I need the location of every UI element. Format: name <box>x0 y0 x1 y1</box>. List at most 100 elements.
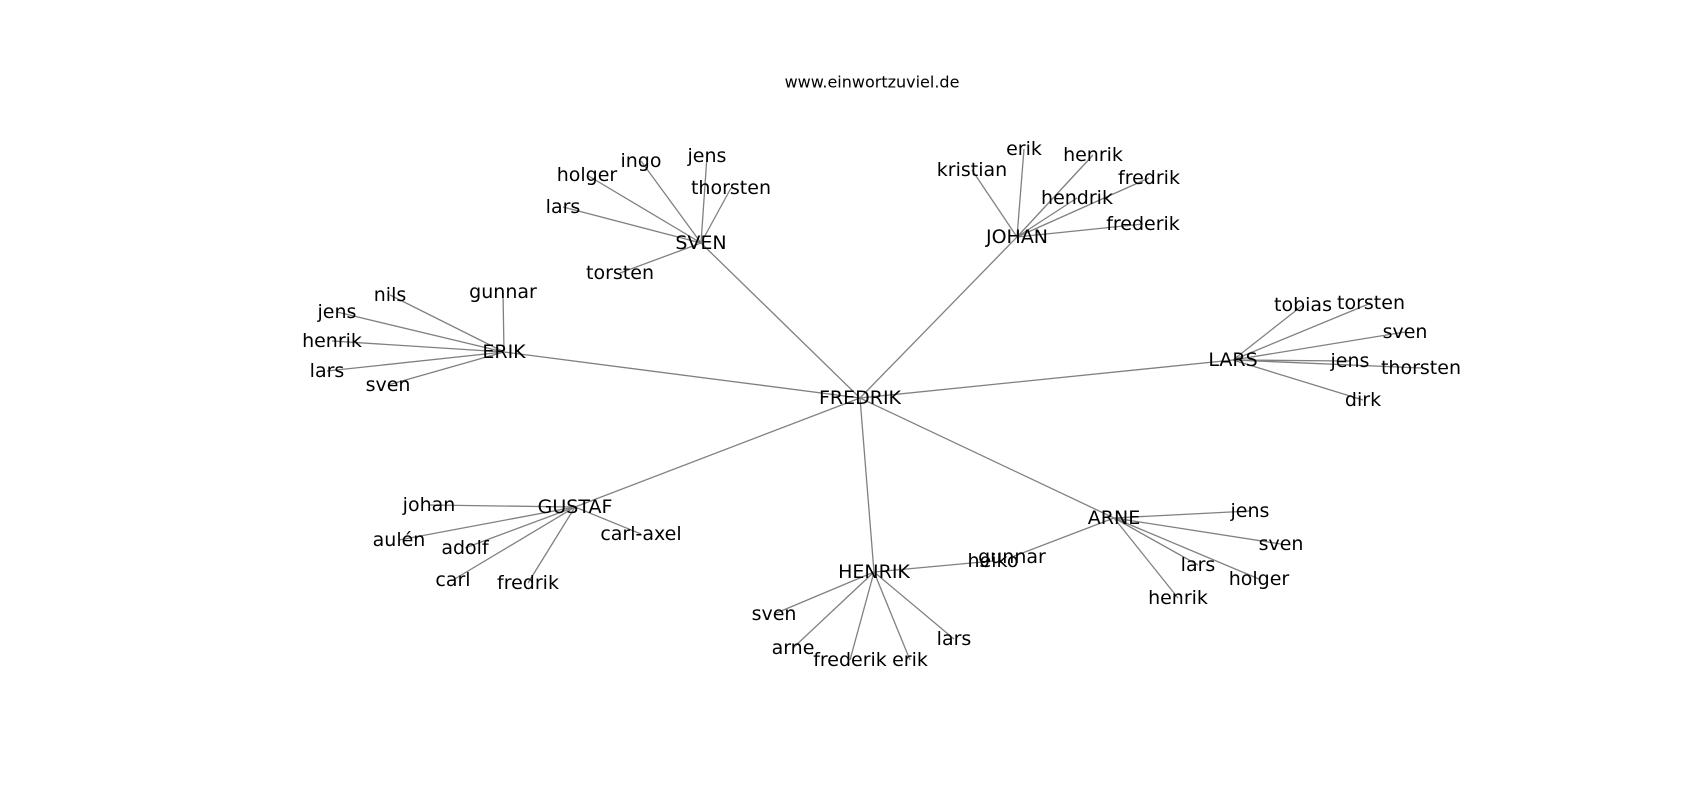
edge-center-gustaf <box>574 397 861 508</box>
edge-gustaf-johan <box>428 504 576 508</box>
edge-lars-dirk <box>1232 359 1364 401</box>
edge-erik-nils <box>389 294 505 353</box>
edge-sven-jens <box>700 155 708 244</box>
edge-gustaf-aulen <box>398 506 576 541</box>
edge-johan-frederik <box>1016 223 1144 238</box>
edge-johan-kristian <box>971 169 1018 238</box>
leaf-node-sven-jens: jens <box>687 145 727 167</box>
edge-johan-hendrik <box>1016 197 1078 238</box>
leaf-node-arne-lars: lars <box>1181 554 1216 576</box>
edge-gustaf-carl-axel <box>574 506 642 535</box>
leaf-node-gustaf-adolf: adolf <box>441 537 490 559</box>
hub-node-johan: JOHAN <box>985 226 1048 248</box>
edges-layer <box>326 148 1422 661</box>
leaf-node-johan-frederik: frederik <box>1106 213 1180 235</box>
edge-sven-lars <box>562 206 702 244</box>
edge-lars-jens <box>1232 359 1351 362</box>
edge-center-erik <box>503 351 861 399</box>
leaf-node-erik-gunnar: gunnar <box>469 281 537 303</box>
leaf-node-johan-fredrik: fredrik <box>1118 167 1180 189</box>
edge-sven-holger <box>586 174 702 244</box>
leaf-node-arne-holger: holger <box>1229 568 1290 590</box>
leaf-node-henrik-heiko: heiko <box>968 550 1019 572</box>
edge-gustaf-adolf <box>464 506 576 549</box>
leaf-node-henrik-erik: erik <box>892 649 928 671</box>
leaf-node-lars-sven: sven <box>1383 321 1428 343</box>
leaf-node-arne-henrik: henrik <box>1148 587 1208 609</box>
leaf-node-lars-jens: jens <box>1330 350 1370 372</box>
hub-node-sven: SVEN <box>675 232 726 254</box>
edge-henrik-sven <box>773 571 875 615</box>
edge-center-henrik <box>859 397 875 573</box>
edge-lars-thorsten <box>1232 359 1422 369</box>
hub-node-erik: ERIK <box>482 341 526 363</box>
leaf-node-gustaf-carl-axel: carl-axel <box>600 523 681 545</box>
leaf-node-arne-jens: jens <box>1230 500 1270 522</box>
leaf-node-johan-henrik: henrik <box>1063 144 1123 166</box>
edge-arne-gunnar <box>1011 517 1115 558</box>
leaf-node-sven-ingo: ingo <box>620 150 661 172</box>
leaf-node-sven-thorsten: thorsten <box>691 177 771 199</box>
leaf-node-lars-tobias: tobias <box>1274 294 1332 316</box>
edge-arne-holger <box>1113 517 1260 580</box>
hub-node-lars: LARS <box>1208 349 1257 371</box>
leaf-node-arne-gunnar: gunnar <box>978 546 1046 568</box>
center-node-fredrik: FREDRIK <box>819 387 902 409</box>
edge-lars-torsten <box>1232 302 1372 361</box>
edge-arne-jens <box>1113 510 1251 519</box>
edge-henrik-erik <box>873 571 911 661</box>
edge-henrik-heiko <box>873 560 994 573</box>
leaf-node-gustaf-fredrik: fredrik <box>497 572 559 594</box>
hub-node-gustaf: GUSTAF <box>538 496 613 518</box>
leaf-node-erik-nils: nils <box>374 284 407 306</box>
leaf-node-lars-dirk: dirk <box>1345 389 1381 411</box>
edge-erik-henrik <box>331 340 505 353</box>
edge-johan-fredrik <box>1016 177 1150 238</box>
hub-node-arne: ARNE <box>1088 507 1140 529</box>
leaf-node-erik-jens: jens <box>317 301 357 323</box>
edge-sven-ingo <box>640 160 702 244</box>
leaf-node-erik-henrik: henrik <box>302 330 362 352</box>
edge-erik-gunnar <box>502 291 505 353</box>
edge-sven-torsten <box>619 242 702 274</box>
edge-erik-jens <box>336 311 505 353</box>
leaf-node-henrik-sven: sven <box>752 603 797 625</box>
leaf-node-lars-thorsten: thorsten <box>1381 357 1461 379</box>
site-url-label: www.einwortzuviel.de <box>785 73 960 92</box>
edge-henrik-arne <box>792 571 875 649</box>
hub-node-henrik: HENRIK <box>838 561 910 583</box>
leaf-node-lars-torsten: torsten <box>1337 292 1405 314</box>
leaf-node-gustaf-carl: carl <box>435 569 470 591</box>
edge-center-lars <box>859 359 1234 399</box>
edge-center-johan <box>859 236 1018 399</box>
edge-lars-tobias <box>1232 304 1304 361</box>
edge-center-sven <box>700 242 861 399</box>
leaf-node-sven-holger: holger <box>557 164 618 186</box>
edge-center-arne <box>859 397 1115 519</box>
leaf-node-johan-kristian: kristian <box>937 159 1007 181</box>
edge-gustaf-fredrik <box>527 506 576 584</box>
edge-sven-thorsten <box>700 187 732 244</box>
leaf-node-erik-sven: sven <box>366 374 411 396</box>
edge-erik-sven <box>387 351 505 386</box>
edge-lars-sven <box>1232 331 1406 361</box>
leaf-node-arne-sven: sven <box>1259 533 1304 555</box>
edge-arne-lars <box>1113 517 1199 566</box>
leaf-node-henrik-frederik: frederik <box>813 649 887 671</box>
leaf-node-johan-hendrik: hendrik <box>1041 187 1113 209</box>
leaf-node-sven-lars: lars <box>546 196 581 218</box>
leaf-node-gustaf-aulen: aulén <box>373 529 426 551</box>
leaf-node-henrik-lars: lars <box>937 628 972 650</box>
leaf-node-johan-erik: erik <box>1006 138 1042 160</box>
edge-johan-henrik <box>1016 154 1094 238</box>
leaf-node-gustaf-johan: johan <box>402 494 456 516</box>
edge-arne-sven <box>1113 517 1282 545</box>
edge-arne-henrik <box>1113 517 1179 599</box>
leaf-node-sven-torsten: torsten <box>586 262 654 284</box>
edge-henrik-frederik <box>849 571 875 661</box>
edge-johan-erik <box>1016 148 1025 238</box>
edge-henrik-lars <box>873 571 955 640</box>
edge-gustaf-carl <box>452 506 576 581</box>
